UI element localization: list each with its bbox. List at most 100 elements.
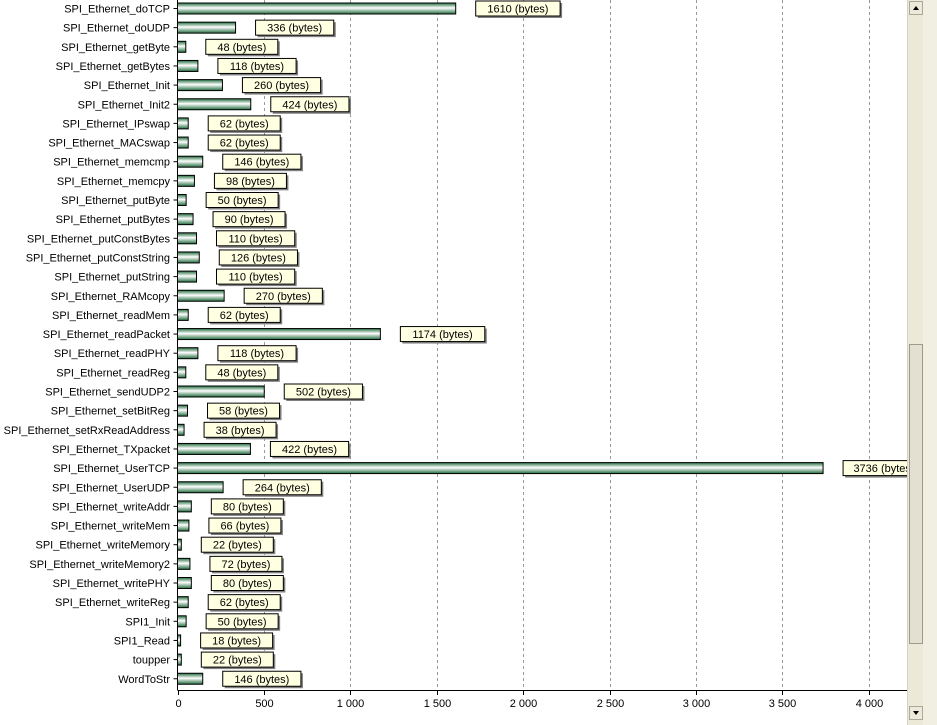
- category-label: SPI1_Init: [125, 616, 170, 628]
- data-label: 422 (bytes): [269, 440, 351, 459]
- category-label: SPI_Ethernet_Init2: [78, 99, 170, 111]
- bar: [177, 79, 223, 92]
- vertical-scrollbar[interactable]: [907, 0, 923, 725]
- category-label: SPI_Ethernet_sendUDP2: [45, 387, 170, 399]
- bar: [177, 155, 204, 168]
- data-label-text: 270 (bytes): [256, 291, 311, 303]
- data-label-text: 110 (bytes): [228, 233, 282, 245]
- data-label-box: [218, 249, 298, 266]
- category-label: SPI_Ethernet_writeMem: [51, 521, 170, 533]
- category-label: toupper: [133, 655, 171, 667]
- bar: [177, 40, 187, 53]
- category-label: SPI_Ethernet_memcpy: [57, 176, 171, 188]
- data-label: 80 (bytes): [210, 575, 286, 593]
- data-label-text: 50 (bytes): [218, 195, 267, 207]
- data-label-text: 502 (bytes): [296, 387, 351, 399]
- data-label-box: [241, 77, 322, 94]
- data-label: 264 (bytes): [242, 479, 324, 497]
- category-label: SPI1_Read: [114, 635, 170, 647]
- category-label: SPI_Ethernet_RAMcopy: [51, 291, 171, 303]
- data-label-box: [242, 479, 322, 496]
- data-label-box: [842, 460, 907, 477]
- data-label-text: 50 (bytes): [218, 616, 267, 628]
- bar: [177, 232, 198, 245]
- bar: [177, 308, 189, 321]
- category-label: SPI_Ethernet_getBytes: [56, 61, 171, 73]
- bar: [177, 500, 192, 513]
- data-label-text: 58 (bytes): [219, 406, 268, 418]
- data-label-box: [200, 536, 274, 553]
- bar: [177, 634, 182, 647]
- bar: [177, 194, 187, 206]
- category-label: SPI_Ethernet_TXpacket: [52, 444, 170, 456]
- bar: [177, 423, 185, 436]
- bar: [177, 59, 199, 72]
- data-label: 146 (bytes): [222, 153, 303, 172]
- category-label: SPI_Ethernet_writeMemory: [36, 540, 171, 552]
- data-label: 1610 (bytes): [475, 0, 563, 18]
- category-label: SPI_Ethernet_getByte: [61, 42, 170, 54]
- scroll-down-button[interactable]: [909, 706, 923, 720]
- data-label: 72 (bytes): [209, 555, 284, 574]
- x-tick-label: 1 000: [337, 698, 365, 710]
- category-label: SPI_Ethernet_MACswap: [48, 138, 170, 150]
- x-tick-label: 2 000: [510, 698, 538, 710]
- data-label: 62 (bytes): [207, 115, 283, 133]
- arrow-down-icon: [913, 711, 919, 715]
- data-label-text: 38 (bytes): [216, 425, 265, 437]
- data-label-box: [200, 632, 274, 649]
- data-label-text: 62 (bytes): [220, 138, 269, 150]
- data-label-text: 3736 (bytes: [853, 463, 907, 475]
- bar: [177, 538, 182, 551]
- category-label: WordToStr: [118, 674, 170, 686]
- data-label: 502 (bytes): [283, 383, 365, 401]
- data-label-text: 62 (bytes): [220, 118, 269, 130]
- data-label-box: [222, 153, 302, 170]
- category-label: SPI_Ethernet_setRxReadAddress: [4, 425, 171, 437]
- bar: [177, 577, 192, 589]
- data-label: 118 (bytes): [217, 345, 299, 363]
- bar: [177, 347, 199, 360]
- arrow-up-icon: [913, 6, 919, 10]
- bar: [177, 289, 225, 302]
- data-label: 110 (bytes): [216, 230, 297, 248]
- bar: [177, 2, 457, 15]
- data-label-text: 146 (bytes): [234, 674, 289, 686]
- bar: [177, 213, 194, 226]
- data-label-box: [200, 651, 274, 668]
- data-label-box: [210, 498, 284, 515]
- category-label: SPI_Ethernet_setBitReg: [51, 406, 170, 418]
- data-label-box: [213, 172, 287, 189]
- bar: [177, 251, 200, 264]
- data-label-text: 118 (bytes): [230, 61, 284, 73]
- x-tick-label: 500: [255, 698, 273, 710]
- category-label: SPI_Ethernet_readPacket: [43, 329, 170, 341]
- data-label: 424 (bytes): [270, 96, 351, 114]
- category-label: SPI_Ethernet_doTCP: [64, 4, 170, 16]
- scroll-up-button[interactable]: [909, 1, 923, 15]
- data-label: 38 (bytes): [203, 421, 279, 440]
- data-label-text: 48 (bytes): [217, 42, 266, 54]
- data-label-text: 260 (bytes): [254, 80, 309, 92]
- data-label-box: [208, 517, 282, 534]
- bar: [177, 385, 265, 398]
- data-label-box: [203, 421, 277, 438]
- data-label: 260 (bytes): [241, 77, 323, 95]
- data-label-box: [207, 594, 281, 611]
- category-label: SPI_Ethernet_putBytes: [56, 214, 171, 226]
- data-label-text: 48 (bytes): [217, 367, 266, 379]
- category-label: SPI_Ethernet_IPswap: [62, 118, 170, 130]
- category-label: SPI_Ethernet_readMem: [52, 310, 170, 322]
- category-label: SPI_Ethernet_putByte: [61, 195, 170, 207]
- bar: [177, 328, 381, 341]
- data-label-text: 126 (bytes): [231, 252, 286, 264]
- category-label: SPI_Ethernet_doUDP: [63, 23, 170, 35]
- bar: [177, 481, 224, 494]
- data-label-box: [207, 115, 281, 132]
- data-label-text: 72 (bytes): [221, 559, 270, 571]
- scrollbar-thumb[interactable]: [909, 344, 923, 644]
- data-label-box: [399, 326, 486, 343]
- bar: [177, 615, 187, 628]
- x-tick-label: 3 500: [769, 698, 797, 710]
